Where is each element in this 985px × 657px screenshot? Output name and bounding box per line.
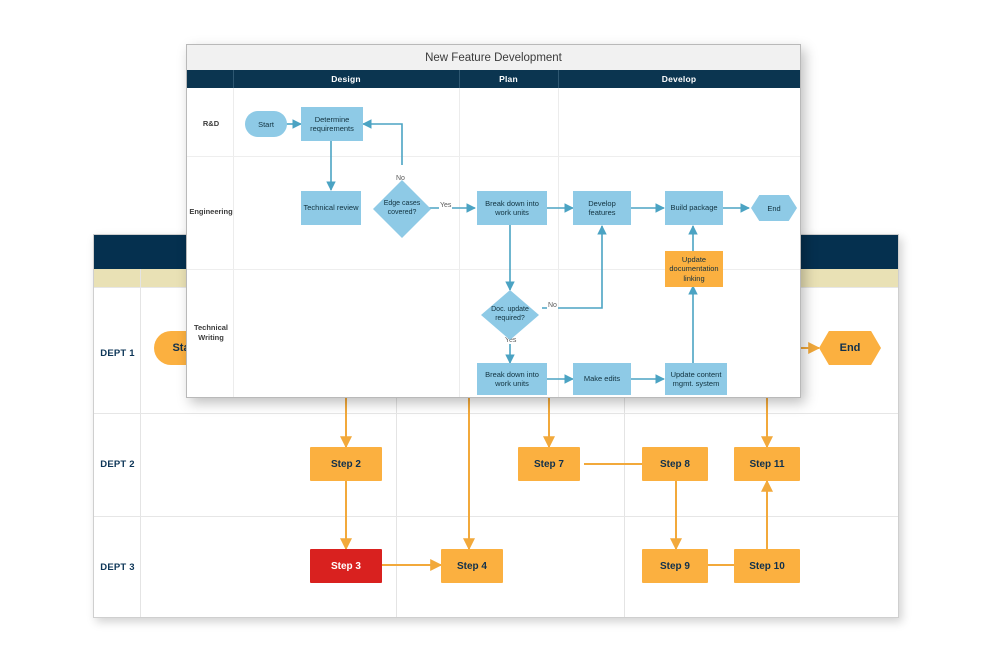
fg-column-header-design: Design <box>331 74 361 84</box>
fg-column-header-plan: Plan <box>499 74 518 84</box>
flowchart-header-bar <box>187 70 800 88</box>
fg-node-update-documentation-linking[interactable]: Update documentation linking <box>665 251 723 287</box>
fg-column-divider-2 <box>459 88 460 397</box>
fg-edge-label-no-edge-cases: No <box>395 175 406 182</box>
fg-node-break-down-technical-writing[interactable]: Break down into work units <box>477 363 547 395</box>
bg-row-divider-2 <box>94 516 898 517</box>
flowchart-title: New Feature Development <box>187 45 800 70</box>
bg-node-step3[interactable]: Step 3 <box>310 549 382 583</box>
bg-lane-label-dept3: DEPT 3 <box>100 562 135 573</box>
fg-node-determine-requirements[interactable]: Determine requirements <box>301 107 363 141</box>
bg-node-end[interactable]: End <box>819 331 881 365</box>
fg-edge-label-yes-edge-cases: Yes <box>439 202 453 209</box>
fg-lane-label-engineering: Engineering <box>189 207 233 216</box>
bg-node-step11[interactable]: Step 11 <box>734 447 800 481</box>
bg-node-step8[interactable]: Step 8 <box>642 447 708 481</box>
bg-lane-label-dept2: DEPT 2 <box>100 459 135 470</box>
fg-header-divider-1 <box>233 70 234 88</box>
fg-column-header-develop: Develop <box>661 74 697 84</box>
fg-node-make-edits[interactable]: Make edits <box>573 363 631 395</box>
fg-header-divider-3 <box>558 70 559 88</box>
fg-row-divider-1 <box>187 156 800 157</box>
fg-node-develop-features[interactable]: Develop features <box>573 191 631 225</box>
bg-node-step9[interactable]: Step 9 <box>642 549 708 583</box>
fg-node-edge-cases-decision[interactable]: Edge cases covered? <box>373 180 431 238</box>
bg-node-step10[interactable]: Step 10 <box>734 549 800 583</box>
foreground-flowchart-panel: New Feature Development Design Plan Deve… <box>186 44 801 398</box>
fg-node-technical-review[interactable]: Technical review <box>301 191 361 225</box>
bg-row-divider-1 <box>94 413 898 414</box>
fg-row-divider-2 <box>187 269 800 270</box>
bg-column-divider-1 <box>140 269 141 617</box>
bg-lane-label-dept1: DEPT 1 <box>100 348 135 359</box>
fg-node-build-package[interactable]: Build package <box>665 191 723 225</box>
bg-column-divider-3 <box>624 269 625 617</box>
fg-lane-label-rnd: R&D <box>202 119 220 128</box>
bg-node-step2[interactable]: Step 2 <box>310 447 382 481</box>
fg-column-divider-1 <box>233 88 234 397</box>
fg-node-doc-update-decision[interactable]: Doc. update required? <box>481 290 539 340</box>
bg-node-step7[interactable]: Step 7 <box>518 447 580 481</box>
fg-lane-label-technical-writing: Technical Writing <box>193 323 229 343</box>
fg-column-divider-3 <box>558 88 559 397</box>
fg-node-start[interactable]: Start <box>245 111 287 137</box>
fg-edge-label-yes-doc: Yes <box>504 337 518 344</box>
bg-column-divider-2 <box>396 269 397 617</box>
fg-node-break-down-engineering[interactable]: Break down into work units <box>477 191 547 225</box>
fg-edge-label-no-doc: No <box>547 302 558 309</box>
fg-node-end[interactable]: End <box>751 195 797 221</box>
bg-node-step4[interactable]: Step 4 <box>441 549 503 583</box>
fg-header-divider-2 <box>459 70 460 88</box>
fg-node-update-cms[interactable]: Update content mgmt. system <box>665 363 727 395</box>
